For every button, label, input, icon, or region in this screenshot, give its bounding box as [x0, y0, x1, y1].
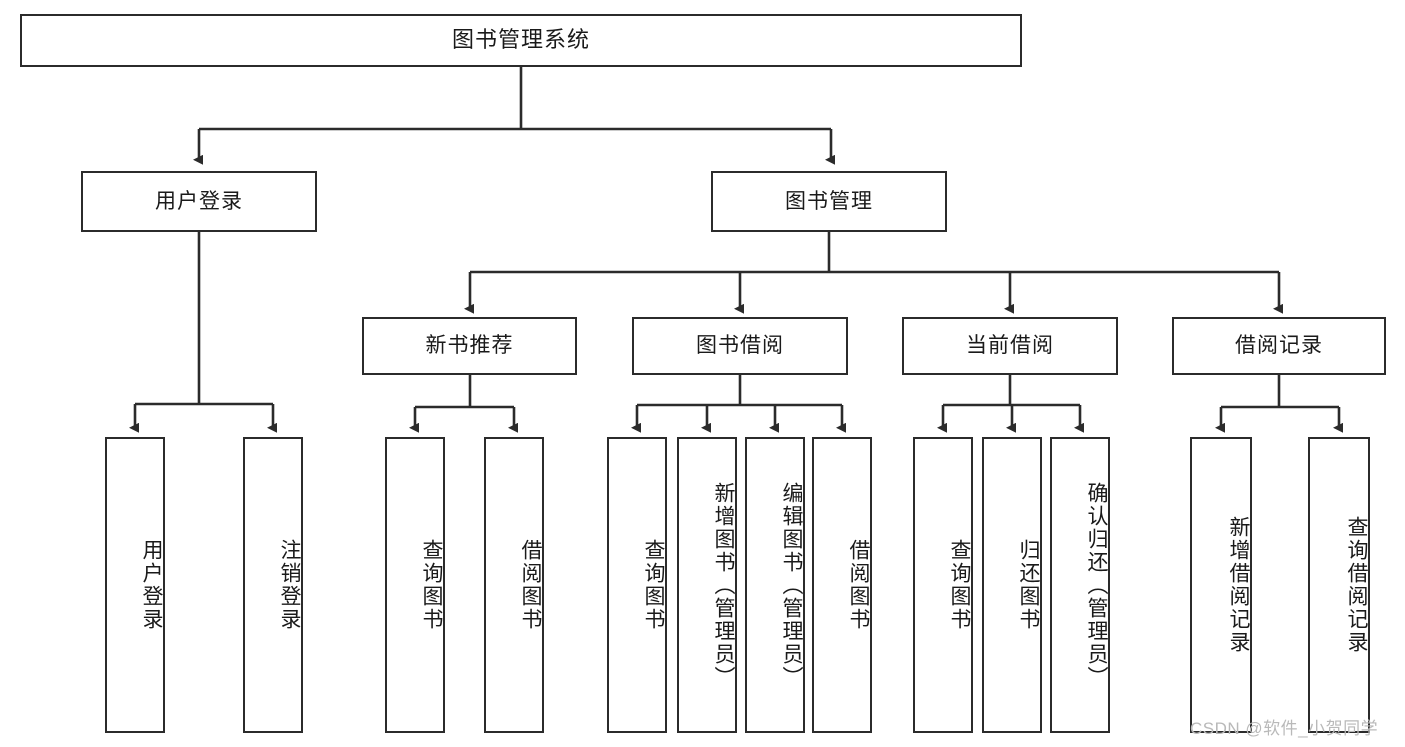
node-root[interactable]: 图书管理系统: [20, 14, 1022, 67]
leaf-query-book-recommend-label: 查询图书: [420, 539, 443, 631]
leaf-borrow-book-recommend[interactable]: 借阅图书: [484, 437, 544, 733]
node-book-management[interactable]: 图书管理: [711, 171, 947, 232]
leaf-add-borrow-record-label: 新增借阅记录: [1227, 516, 1250, 654]
leaf-add-book-admin-label: 新增图书（管理员）: [712, 481, 735, 689]
leaf-query-borrow-record-label: 查询借阅记录: [1345, 516, 1368, 654]
node-user-login-label: 用户登录: [155, 189, 243, 213]
leaf-user-login-label: 用户登录: [140, 539, 163, 631]
node-borrow-record[interactable]: 借阅记录: [1172, 317, 1386, 375]
node-current-borrow-label: 当前借阅: [966, 334, 1054, 358]
leaf-edit-book-admin[interactable]: 编辑图书（管理员）: [745, 437, 805, 733]
leaf-query-book-recommend[interactable]: 查询图书: [385, 437, 445, 733]
leaf-query-book-current-label: 查询图书: [948, 539, 971, 631]
node-current-borrow[interactable]: 当前借阅: [902, 317, 1118, 375]
leaf-edit-book-admin-label: 编辑图书（管理员）: [780, 481, 803, 689]
node-root-label: 图书管理系统: [451, 27, 590, 53]
leaf-query-book-current[interactable]: 查询图书: [913, 437, 973, 733]
node-book-management-label: 图书管理: [785, 189, 873, 213]
leaf-confirm-return-admin[interactable]: 确认归还（管理员）: [1050, 437, 1110, 733]
leaf-borrow-book-label: 借阅图书: [847, 539, 870, 631]
leaf-query-book-borrow[interactable]: 查询图书: [607, 437, 667, 733]
leaf-add-borrow-record[interactable]: 新增借阅记录: [1190, 437, 1252, 733]
node-new-book-recommend-label: 新书推荐: [425, 334, 514, 358]
node-new-book-recommend[interactable]: 新书推荐: [362, 317, 577, 375]
leaf-query-book-borrow-label: 查询图书: [642, 539, 665, 631]
node-user-login[interactable]: 用户登录: [81, 171, 317, 232]
leaf-query-borrow-record[interactable]: 查询借阅记录: [1308, 437, 1370, 733]
leaf-confirm-return-admin-label: 确认归还（管理员）: [1085, 481, 1108, 689]
node-borrow-record-label: 借阅记录: [1235, 334, 1323, 358]
leaf-return-book-label: 归还图书: [1017, 539, 1040, 631]
leaf-return-book[interactable]: 归还图书: [982, 437, 1042, 733]
node-book-borrow-label: 图书借阅: [696, 334, 784, 358]
leaf-add-book-admin[interactable]: 新增图书（管理员）: [677, 437, 737, 733]
leaf-user-login[interactable]: 用户登录: [105, 437, 165, 733]
csdn-watermark: CSDN @软件_小贺同学: [1190, 719, 1379, 738]
leaf-borrow-book-recommend-label: 借阅图书: [519, 539, 542, 631]
node-book-borrow[interactable]: 图书借阅: [632, 317, 848, 375]
leaf-user-logout[interactable]: 注销登录: [243, 437, 303, 733]
leaf-user-logout-label: 注销登录: [278, 539, 301, 631]
leaf-borrow-book[interactable]: 借阅图书: [812, 437, 872, 733]
